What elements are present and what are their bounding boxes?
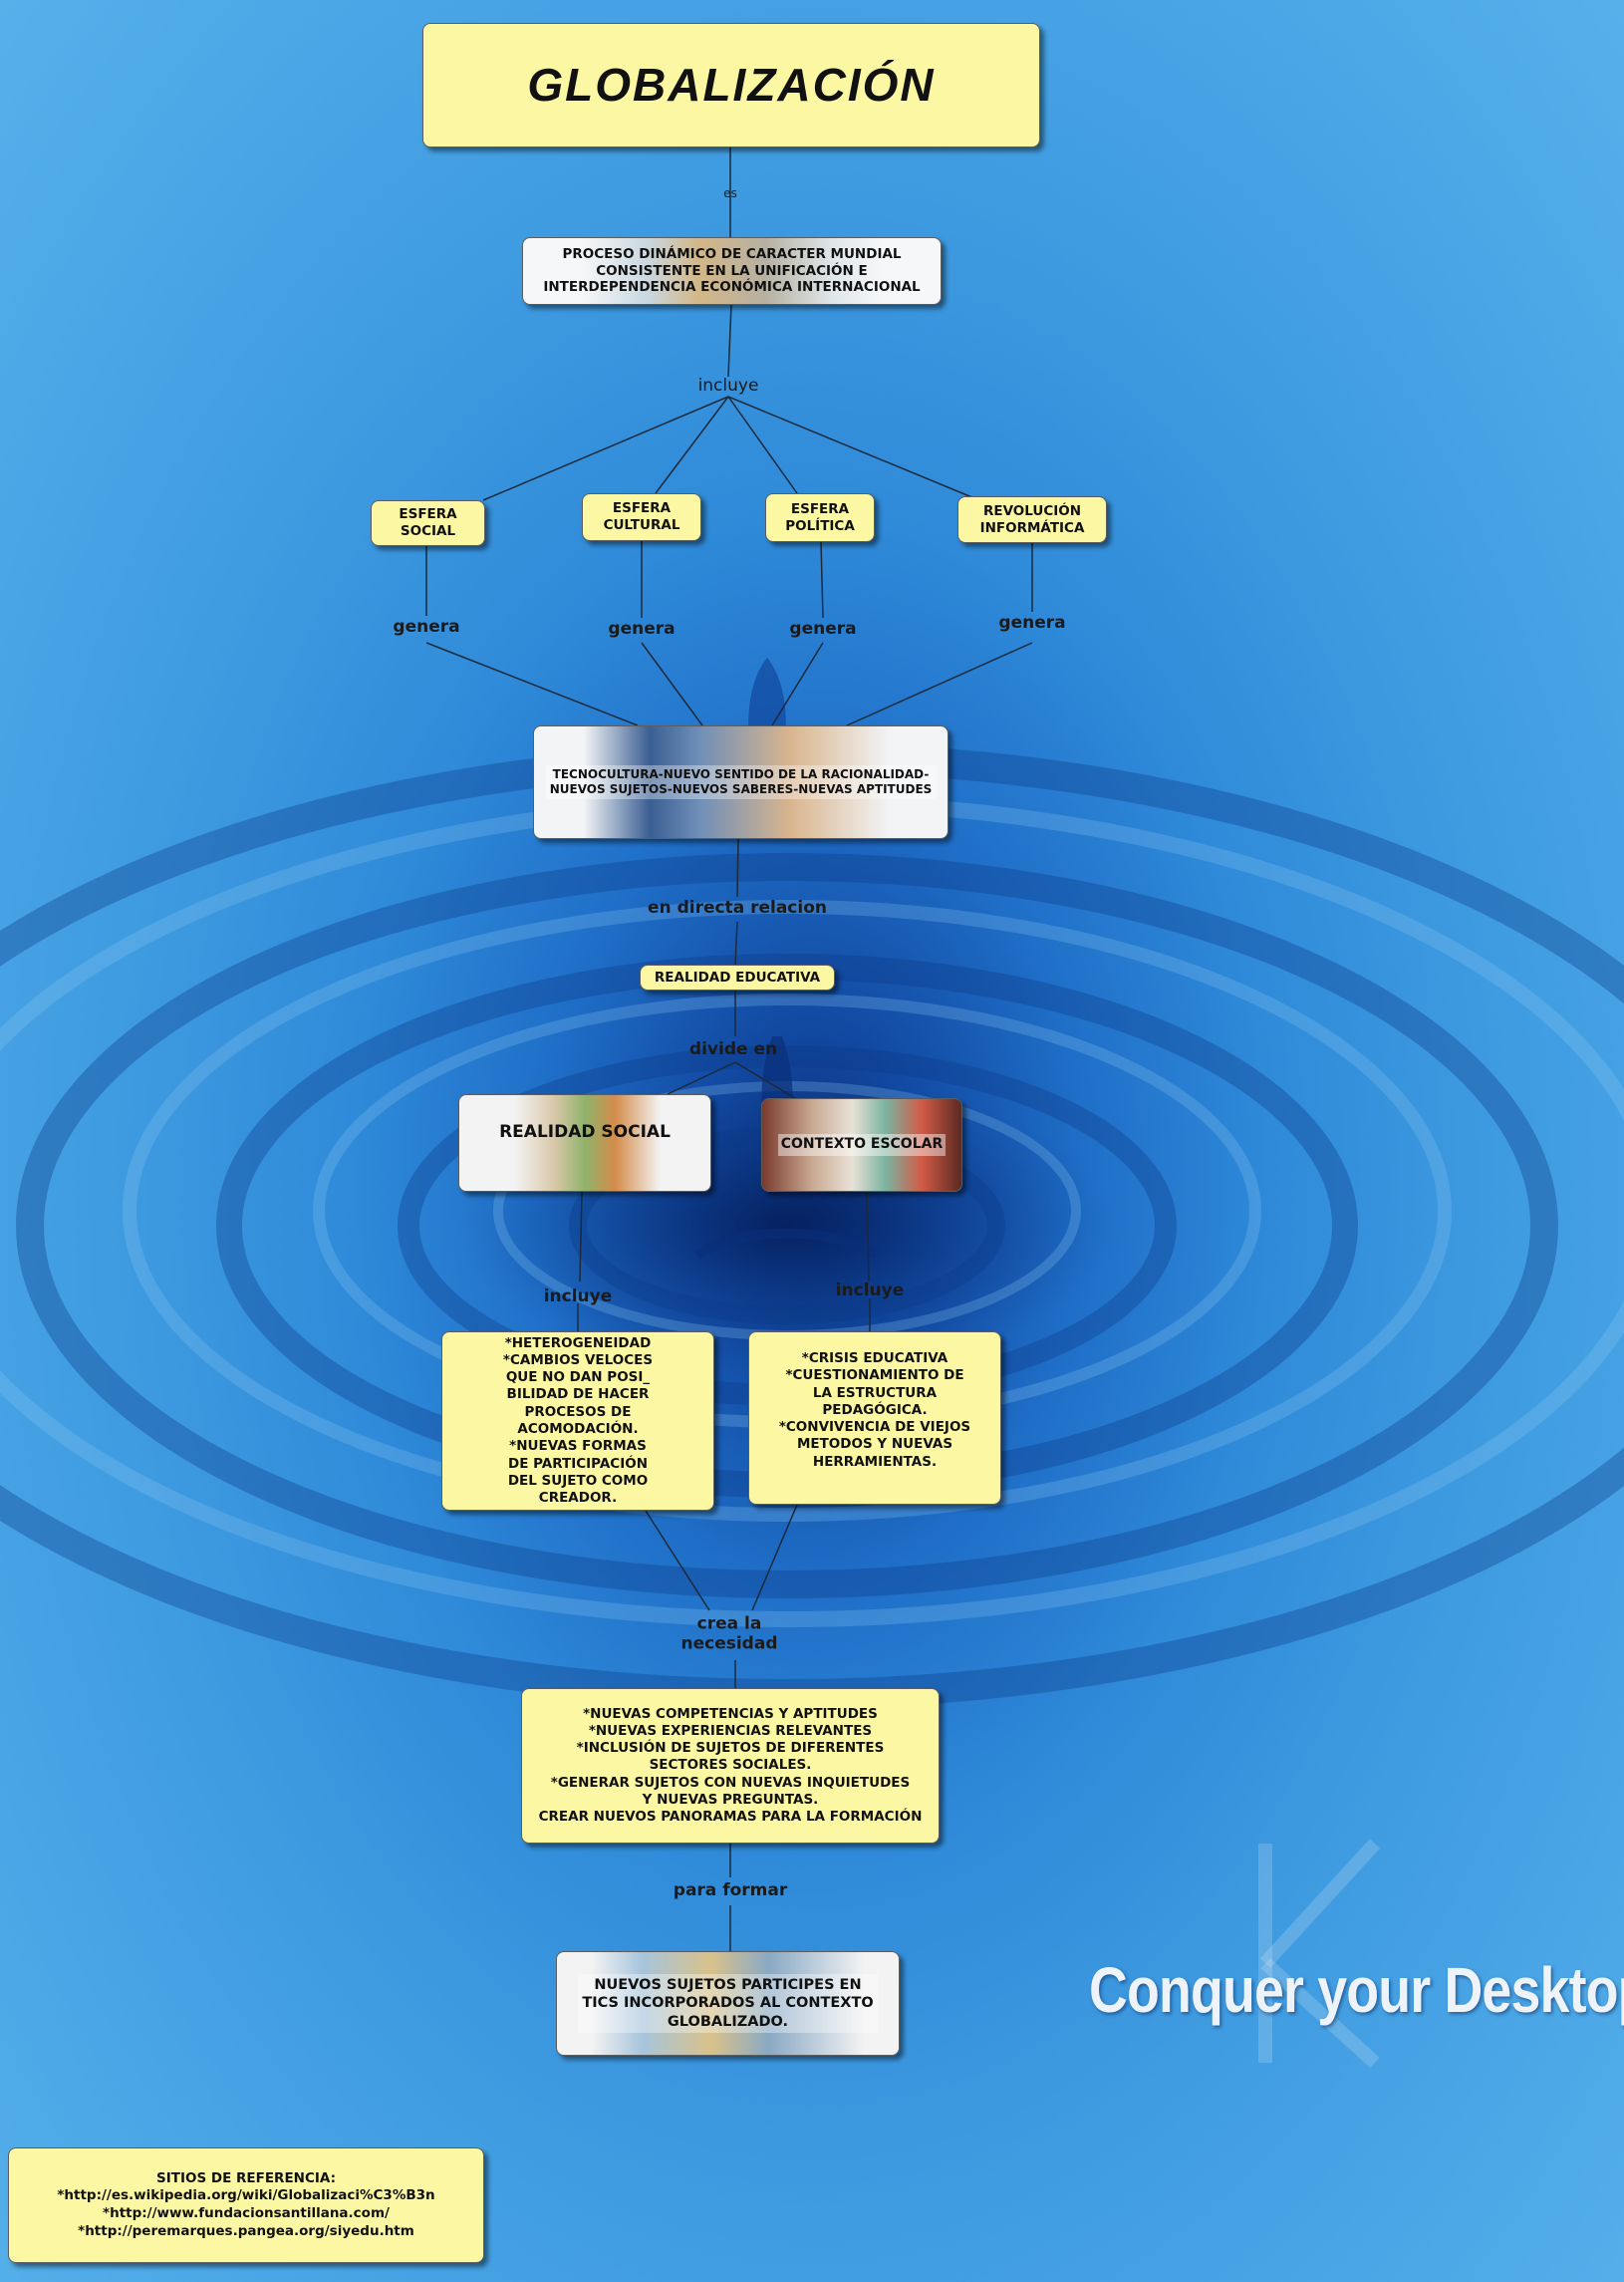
node-contexto-escolar[interactable]: CONTEXTO ESCOLAR bbox=[761, 1098, 962, 1192]
node-esfera-politica[interactable]: ESFERA POLÍTICA bbox=[765, 493, 875, 542]
link-label-incluye-social: incluye bbox=[543, 1286, 613, 1307]
node-realidad-educativa[interactable]: REALIDAD EDUCATIVA bbox=[640, 965, 835, 991]
link-label-genera-social: genera bbox=[393, 617, 460, 638]
node-esfera-social[interactable]: ESFERA SOCIAL bbox=[371, 500, 485, 546]
node-crisis-educativa[interactable]: *CRISIS EDUCATIVA *CUESTIONAMIENTO DE LA… bbox=[748, 1331, 1001, 1505]
link-label-incluye-escolar: incluye bbox=[835, 1281, 905, 1301]
node-globalizacion[interactable]: GLOBALIZACIÓN bbox=[422, 23, 1040, 147]
node-revolucion-informatica[interactable]: REVOLUCIÓN INFORMÁTICA bbox=[957, 496, 1107, 543]
link-label-en-directa-relacion: en directa relacion bbox=[648, 898, 827, 919]
node-esfera-cultural[interactable]: ESFERA CULTURAL bbox=[582, 493, 701, 541]
node-tecnocultura[interactable]: TECNOCULTURA-NUEVO SENTIDO DE LA RACIONA… bbox=[533, 725, 948, 839]
link-label-crea-la-necesidad: crea la necesidad bbox=[680, 1613, 778, 1653]
node-proceso-dinamico[interactable]: PROCESO DINÁMICO DE CARACTER MUNDIAL CON… bbox=[522, 237, 942, 305]
link-label-genera-cultural: genera bbox=[608, 619, 676, 640]
node-sitios-referencia[interactable]: SITIOS DE REFERENCIA: *http://es.wikiped… bbox=[8, 2147, 484, 2263]
brand-watermark-text: Conquer your Desktop bbox=[1089, 1954, 1624, 2026]
link-label-incluye-esferas: incluye bbox=[697, 376, 759, 397]
link-label-genera-revolucion: genera bbox=[998, 613, 1066, 634]
node-nuevos-sujetos[interactable]: NUEVOS SUJETOS PARTICIPES EN TICS INCORP… bbox=[556, 1951, 900, 2056]
link-label-genera-politica: genera bbox=[789, 619, 857, 640]
node-heterogeneidad[interactable]: *HETEROGENEIDAD *CAMBIOS VELOCES QUE NO … bbox=[441, 1331, 714, 1511]
link-label-es: es bbox=[723, 186, 737, 201]
link-label-divide-en: divide en bbox=[688, 1039, 778, 1060]
node-nuevas-competencias[interactable]: *NUEVAS COMPETENCIAS Y APTITUDES *NUEVAS… bbox=[521, 1688, 940, 1844]
link-label-para-formar: para formar bbox=[673, 1880, 788, 1901]
node-realidad-social[interactable]: REALIDAD SOCIAL bbox=[458, 1094, 711, 1192]
watermark-logo-icon bbox=[1258, 1839, 1381, 2069]
